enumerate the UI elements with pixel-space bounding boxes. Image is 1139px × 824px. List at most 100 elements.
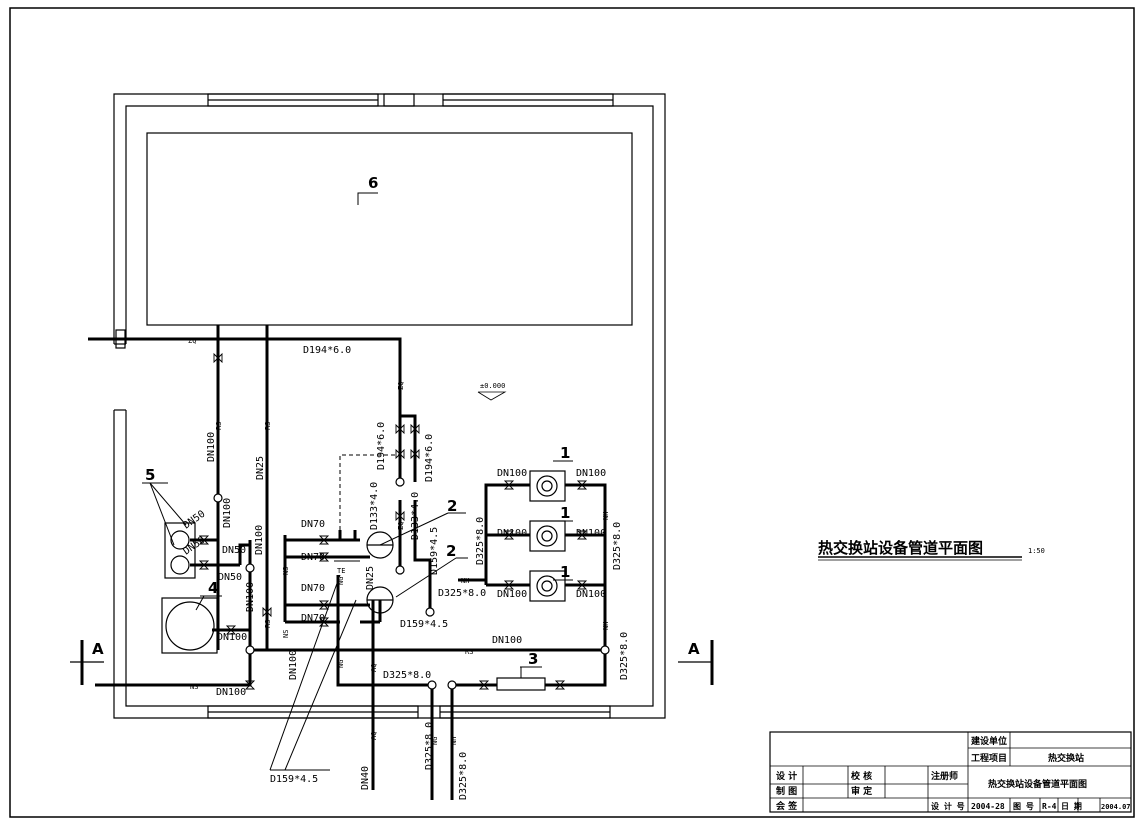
tag-rs-bottom: RS xyxy=(465,648,473,656)
size-d325-nh: D325*8.0 xyxy=(438,588,486,599)
tag-nh-main: NH xyxy=(461,577,469,585)
size-dn40-aq: DN40 xyxy=(360,766,371,790)
equipment-number-1b: 1 xyxy=(560,504,570,522)
pipe-tags-vertical: RS RS ZQ ZQ NH NH NS NS NG NG AQ AQ NG N… xyxy=(215,382,610,745)
size-dn100-e1a-in: DN100 xyxy=(497,468,527,479)
equipment-number-1a: 1 xyxy=(560,444,570,462)
tb-design: 设 计 xyxy=(776,770,797,782)
size-d133-left: D133*4.0 xyxy=(369,482,380,530)
elevation-text: ±0.000 xyxy=(480,382,505,390)
equipment-number-2a: 2 xyxy=(447,497,457,515)
size-dn25-vertical: DN25 xyxy=(255,456,266,480)
tag-rs-second: RS xyxy=(264,422,272,430)
size-d194-left: D194*6.0 xyxy=(376,422,387,470)
tb-drawing-name: 热交换站设备管道平面图 xyxy=(988,778,1087,790)
filter-3 xyxy=(496,677,546,691)
tag-ns-lower: NS xyxy=(282,630,290,638)
equipment-number-3: 3 xyxy=(528,650,538,668)
tag-rs-lower: RS xyxy=(264,620,272,628)
section-mark-right: A xyxy=(688,640,700,658)
size-d325-right-lower: D325*8.0 xyxy=(619,632,630,680)
tag-ns-bottom: NS xyxy=(190,683,198,691)
tb-review: 审 定 xyxy=(851,785,873,797)
size-dn25-exchanger: DN25 xyxy=(365,566,376,590)
size-dn100-e1b-out: DN100 xyxy=(576,528,606,539)
tag-zq-vertical: ZQ xyxy=(397,382,405,390)
tb-date-value: 2004.07 xyxy=(1101,803,1131,811)
tb-date: 日 期 xyxy=(1061,801,1082,811)
tag-nh-right-lower: NH xyxy=(602,622,610,630)
size-dn100-pump-top: DN100 xyxy=(222,498,233,528)
valves xyxy=(198,352,588,690)
size-labels: D194*6.0 DN100 DN100 DN100 DN100 DN100 D… xyxy=(181,345,606,785)
section-marks xyxy=(70,640,714,685)
title-scale: 1:50 xyxy=(1028,547,1045,555)
size-d194-right: D194*6.0 xyxy=(424,434,435,482)
size-dn100-tank: DN100 xyxy=(217,632,247,643)
size-labels-vertical: DN100 DN25 D194*6.0 D194*6.0 D133*4.0 D1… xyxy=(206,422,630,800)
tag-ng-lower: NG xyxy=(337,660,345,668)
title-block-text: 建设单位 工程项目 热交换站 设 计 校 核 注册师 制 图 审 定 热交换站设… xyxy=(776,735,1131,812)
building-walls xyxy=(113,93,666,719)
elevation-mark: ±0.000 xyxy=(477,382,507,401)
equipment-number-2b: 2 xyxy=(446,542,456,560)
tank-4 xyxy=(161,597,218,654)
tag-aq-lower: AQ xyxy=(370,732,378,740)
size-dn100-left-vertical: DN100 xyxy=(245,582,256,612)
size-dn100-rs: DN100 xyxy=(492,635,522,646)
tb-project: 工程项目 xyxy=(971,752,1007,764)
tb-drawing-no: 图 号 xyxy=(1013,802,1034,811)
size-dn70-b: DN70 xyxy=(301,552,325,563)
pipe-tags: ZQ RS NS NH TE xyxy=(188,337,473,691)
size-dn100-pump-vertical: DN100 xyxy=(254,525,265,555)
size-d133-right: D133*4.0 xyxy=(410,492,421,540)
size-dn100-e1a-out: DN100 xyxy=(576,468,606,479)
equipment-number-1c: 1 xyxy=(560,563,570,581)
equipment-number-6: 6 xyxy=(368,174,378,192)
size-d194-main: D194*6.0 xyxy=(303,345,351,356)
section-mark-left: A xyxy=(92,640,104,658)
thin-lines xyxy=(142,454,468,771)
pumps-5 xyxy=(164,522,196,579)
tag-rs-left: RS xyxy=(215,422,223,430)
tag-nh-bottom: NH xyxy=(450,737,458,745)
tag-te: TE xyxy=(337,567,345,575)
equipment-number-5: 5 xyxy=(145,466,155,484)
tag-zq-main: ZQ xyxy=(188,337,196,345)
size-d159-vertical: D159*4.5 xyxy=(429,527,440,575)
tb-drawing: 制 图 xyxy=(776,785,797,797)
size-dn50-pump-a: DN50 xyxy=(222,545,246,556)
drawing-title: 热交换站设备管道平面图 1:50 xyxy=(818,539,1045,561)
size-dn100-ns: DN100 xyxy=(216,687,246,698)
title-main: 热交换站设备管道平面图 xyxy=(818,539,983,557)
size-dn50-pump-b: DN50 xyxy=(218,572,242,583)
size-dn100-rs-vertical: DN100 xyxy=(206,432,217,462)
size-dn70-d: DN70 xyxy=(301,613,325,624)
size-d325-nh-out: D325*8.0 xyxy=(458,752,469,800)
tb-construction-unit: 建设单位 xyxy=(971,735,1007,747)
heat-exchangers-1 xyxy=(529,470,566,602)
tag-ng-upper: NG xyxy=(337,577,345,585)
junctions xyxy=(213,477,610,690)
steam-exchangers-2 xyxy=(366,531,394,614)
tb-design-no: 设 计 号 xyxy=(931,801,965,811)
tb-project-value: 热交换站 xyxy=(1048,752,1084,764)
size-dn70-a: DN70 xyxy=(301,519,325,530)
tb-design-no-value: 2004-28 xyxy=(971,802,1005,811)
size-d325-ng-out: D325*8.0 xyxy=(424,722,435,770)
tag-aq-upper: AQ xyxy=(370,664,378,672)
size-d325-bottom: D325*8.0 xyxy=(383,670,431,681)
tb-registered: 注册师 xyxy=(931,770,958,782)
tag-nh-right: NH xyxy=(602,512,610,520)
tag-ns-branch: NS xyxy=(282,567,290,575)
equipment-number-4: 4 xyxy=(208,579,218,597)
size-dn100-e1c-out: DN100 xyxy=(576,589,606,600)
title-block xyxy=(769,731,1132,813)
size-dn70-c: DN70 xyxy=(301,583,325,594)
tb-check: 校 核 xyxy=(851,770,872,782)
tb-drawing-no-value: R-4 xyxy=(1042,802,1057,811)
tb-countersign: 会 签 xyxy=(776,800,798,812)
size-dn100-e1c-in: DN100 xyxy=(497,589,527,600)
equipment-numbers: 1 1 1 2 2 3 4 5 xyxy=(145,444,573,678)
size-d159-right: D159*4.5 xyxy=(400,619,448,630)
